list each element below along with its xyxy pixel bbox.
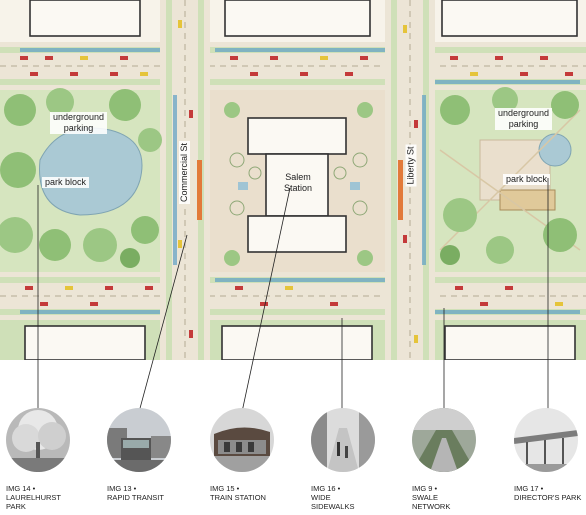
caption-img-14: Img 14 •LAURELHURST PARK [6,484,62,511]
underground-parking-label-right: underground parking [495,108,553,130]
north-street [0,42,586,90]
caption-img-15: Img 15 •TRAIN STATION [210,484,266,502]
park-block-label-left: park block [42,177,90,188]
underground-parking-label-left: underground parking [50,112,108,134]
train-station-photo [210,408,274,472]
laurelhurst-park-photo [6,408,70,472]
salem-station-label: Salem Station [284,172,313,193]
liberty-st-label: Liberty St [405,144,417,187]
caption-img-17: Img 17 •DIRECTOR'S PARK [514,484,582,502]
liberty-street [385,0,435,360]
rapid-transit-photo [107,408,171,472]
wide-sidewalks-photo [311,408,375,472]
directors-park-photo [514,408,578,472]
park-block-label-right: park block [503,174,551,185]
caption-img-13: Img 13 •RAPID TRANSIT [107,484,164,502]
commercial-st-label: Commercial St [179,140,191,205]
caption-img-9: Img 9 •SWALE NETWORK [412,484,451,511]
swale-network-photo [412,408,476,472]
north-blocks [0,0,586,42]
caption-img-16: Img 16 •WIDE SIDEWALKS [311,484,355,511]
south-street [0,272,586,320]
south-blocks [0,320,586,360]
